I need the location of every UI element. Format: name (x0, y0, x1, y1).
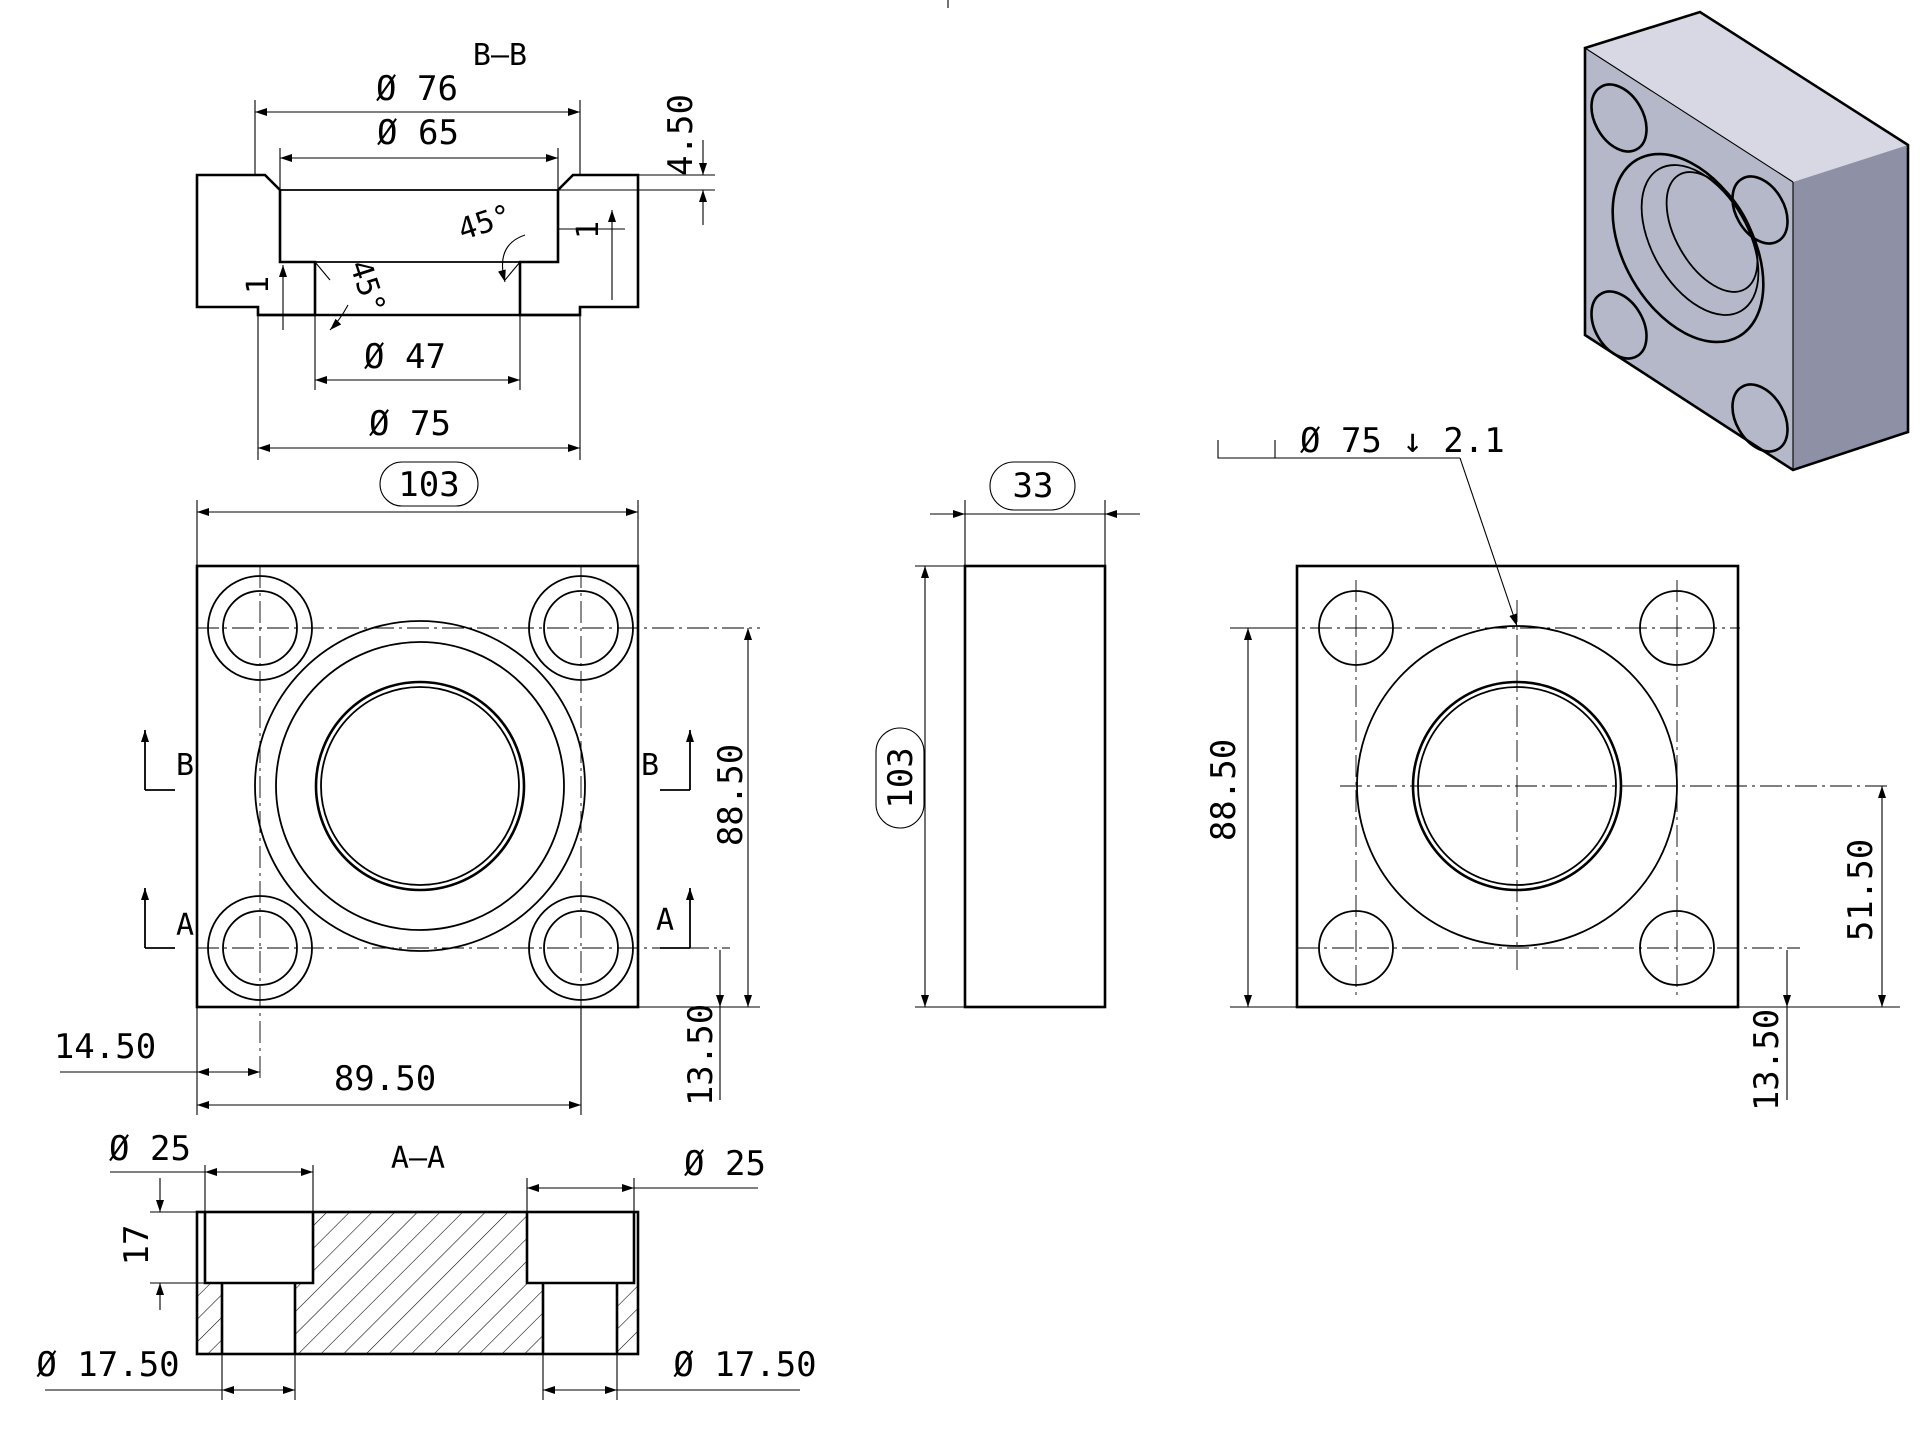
iso-front-face (1585, 48, 1793, 470)
dim-thickness-33: 33 (1013, 466, 1054, 506)
angle-bottom: 45° (342, 256, 392, 318)
iso-hole-2 (1731, 175, 1789, 245)
ref-oval-height (875, 727, 925, 829)
bb-inner-chamfer-left (314, 261, 331, 281)
front-bore-inner (314, 680, 526, 892)
iso-hole-3 (1590, 290, 1648, 360)
front-outline (195, 564, 640, 1009)
front-holes (207, 575, 634, 1001)
iso-side-face (1793, 145, 1908, 470)
cut-b-right: B (641, 748, 659, 783)
dim-d76: Ø 76 (376, 69, 458, 109)
dim-width-103: 103 (398, 465, 459, 505)
cut-b-left: B (176, 748, 194, 783)
dim-edge-h: 14.50 (54, 1027, 156, 1067)
step-left: 1 (241, 276, 276, 294)
ref-oval-width (379, 461, 479, 507)
front-view: 103 88.50 13.50 89.50 14.50 B B A A (54, 461, 760, 1115)
dim-height-103: 103 (881, 747, 921, 808)
cut-a-left: A (176, 908, 194, 943)
section-a-a-view: A–A Ø 25 Ø 25 17 Ø 17.50 (36, 1129, 817, 1400)
side-outline (963, 564, 1107, 1009)
iso-hole-4 (1731, 383, 1789, 453)
ref-oval-thickness (989, 461, 1076, 511)
dim-depth-450: 4.50 (661, 94, 701, 176)
rear-callout: Ø 75 ↓ 2.1 (1300, 421, 1505, 461)
rear-dim-pitch-v: 88.50 (1204, 739, 1244, 841)
aa-middle-material (313, 1212, 527, 1354)
cbore-left: Ø 25 (109, 1129, 191, 1169)
dim-d75: Ø 75 (369, 404, 451, 444)
bb-left-wall (195, 173, 317, 317)
hole-right: Ø 17.50 (673, 1345, 816, 1385)
dim-edge-v: 13.50 (681, 1004, 721, 1106)
rear-view: Ø 75 ↓ 2.1 88.50 51.50 13.50 (1204, 421, 1900, 1111)
dim-pitch-h: 89.50 (334, 1059, 436, 1099)
section-aa-title: A–A (391, 1141, 445, 1176)
section-b-b-view: B–B Ø 76 Ø 65 4.50 45° 45° 1 (195, 38, 715, 460)
iso-hole-1 (1590, 83, 1648, 153)
cut-a-right: A (656, 903, 674, 938)
front-bore-outer (254, 620, 586, 952)
dim-d65: Ø 65 (377, 113, 459, 153)
hole-left: Ø 17.50 (36, 1345, 179, 1385)
rear-dim-center: 51.50 (1841, 839, 1881, 941)
cbore-right: Ø 25 (684, 1144, 766, 1184)
rear-dim-edge-v: 13.50 (1747, 1009, 1787, 1111)
isometric-view (1583, 10, 1910, 472)
rear-outline (1295, 564, 1740, 1009)
step-right: 1 (571, 221, 606, 239)
cbore-depth: 17 (117, 1225, 157, 1266)
dim-pitch-v: 88.50 (711, 744, 751, 846)
section-bb-title: B–B (473, 38, 527, 73)
angle-top: 45° (454, 198, 516, 248)
dim-d47: Ø 47 (364, 337, 446, 377)
bb-inner-chamfer-right (504, 261, 521, 281)
iso-top-face (1585, 12, 1908, 182)
side-view: 33 103 (875, 461, 1140, 1009)
bb-right-wall (518, 173, 640, 317)
